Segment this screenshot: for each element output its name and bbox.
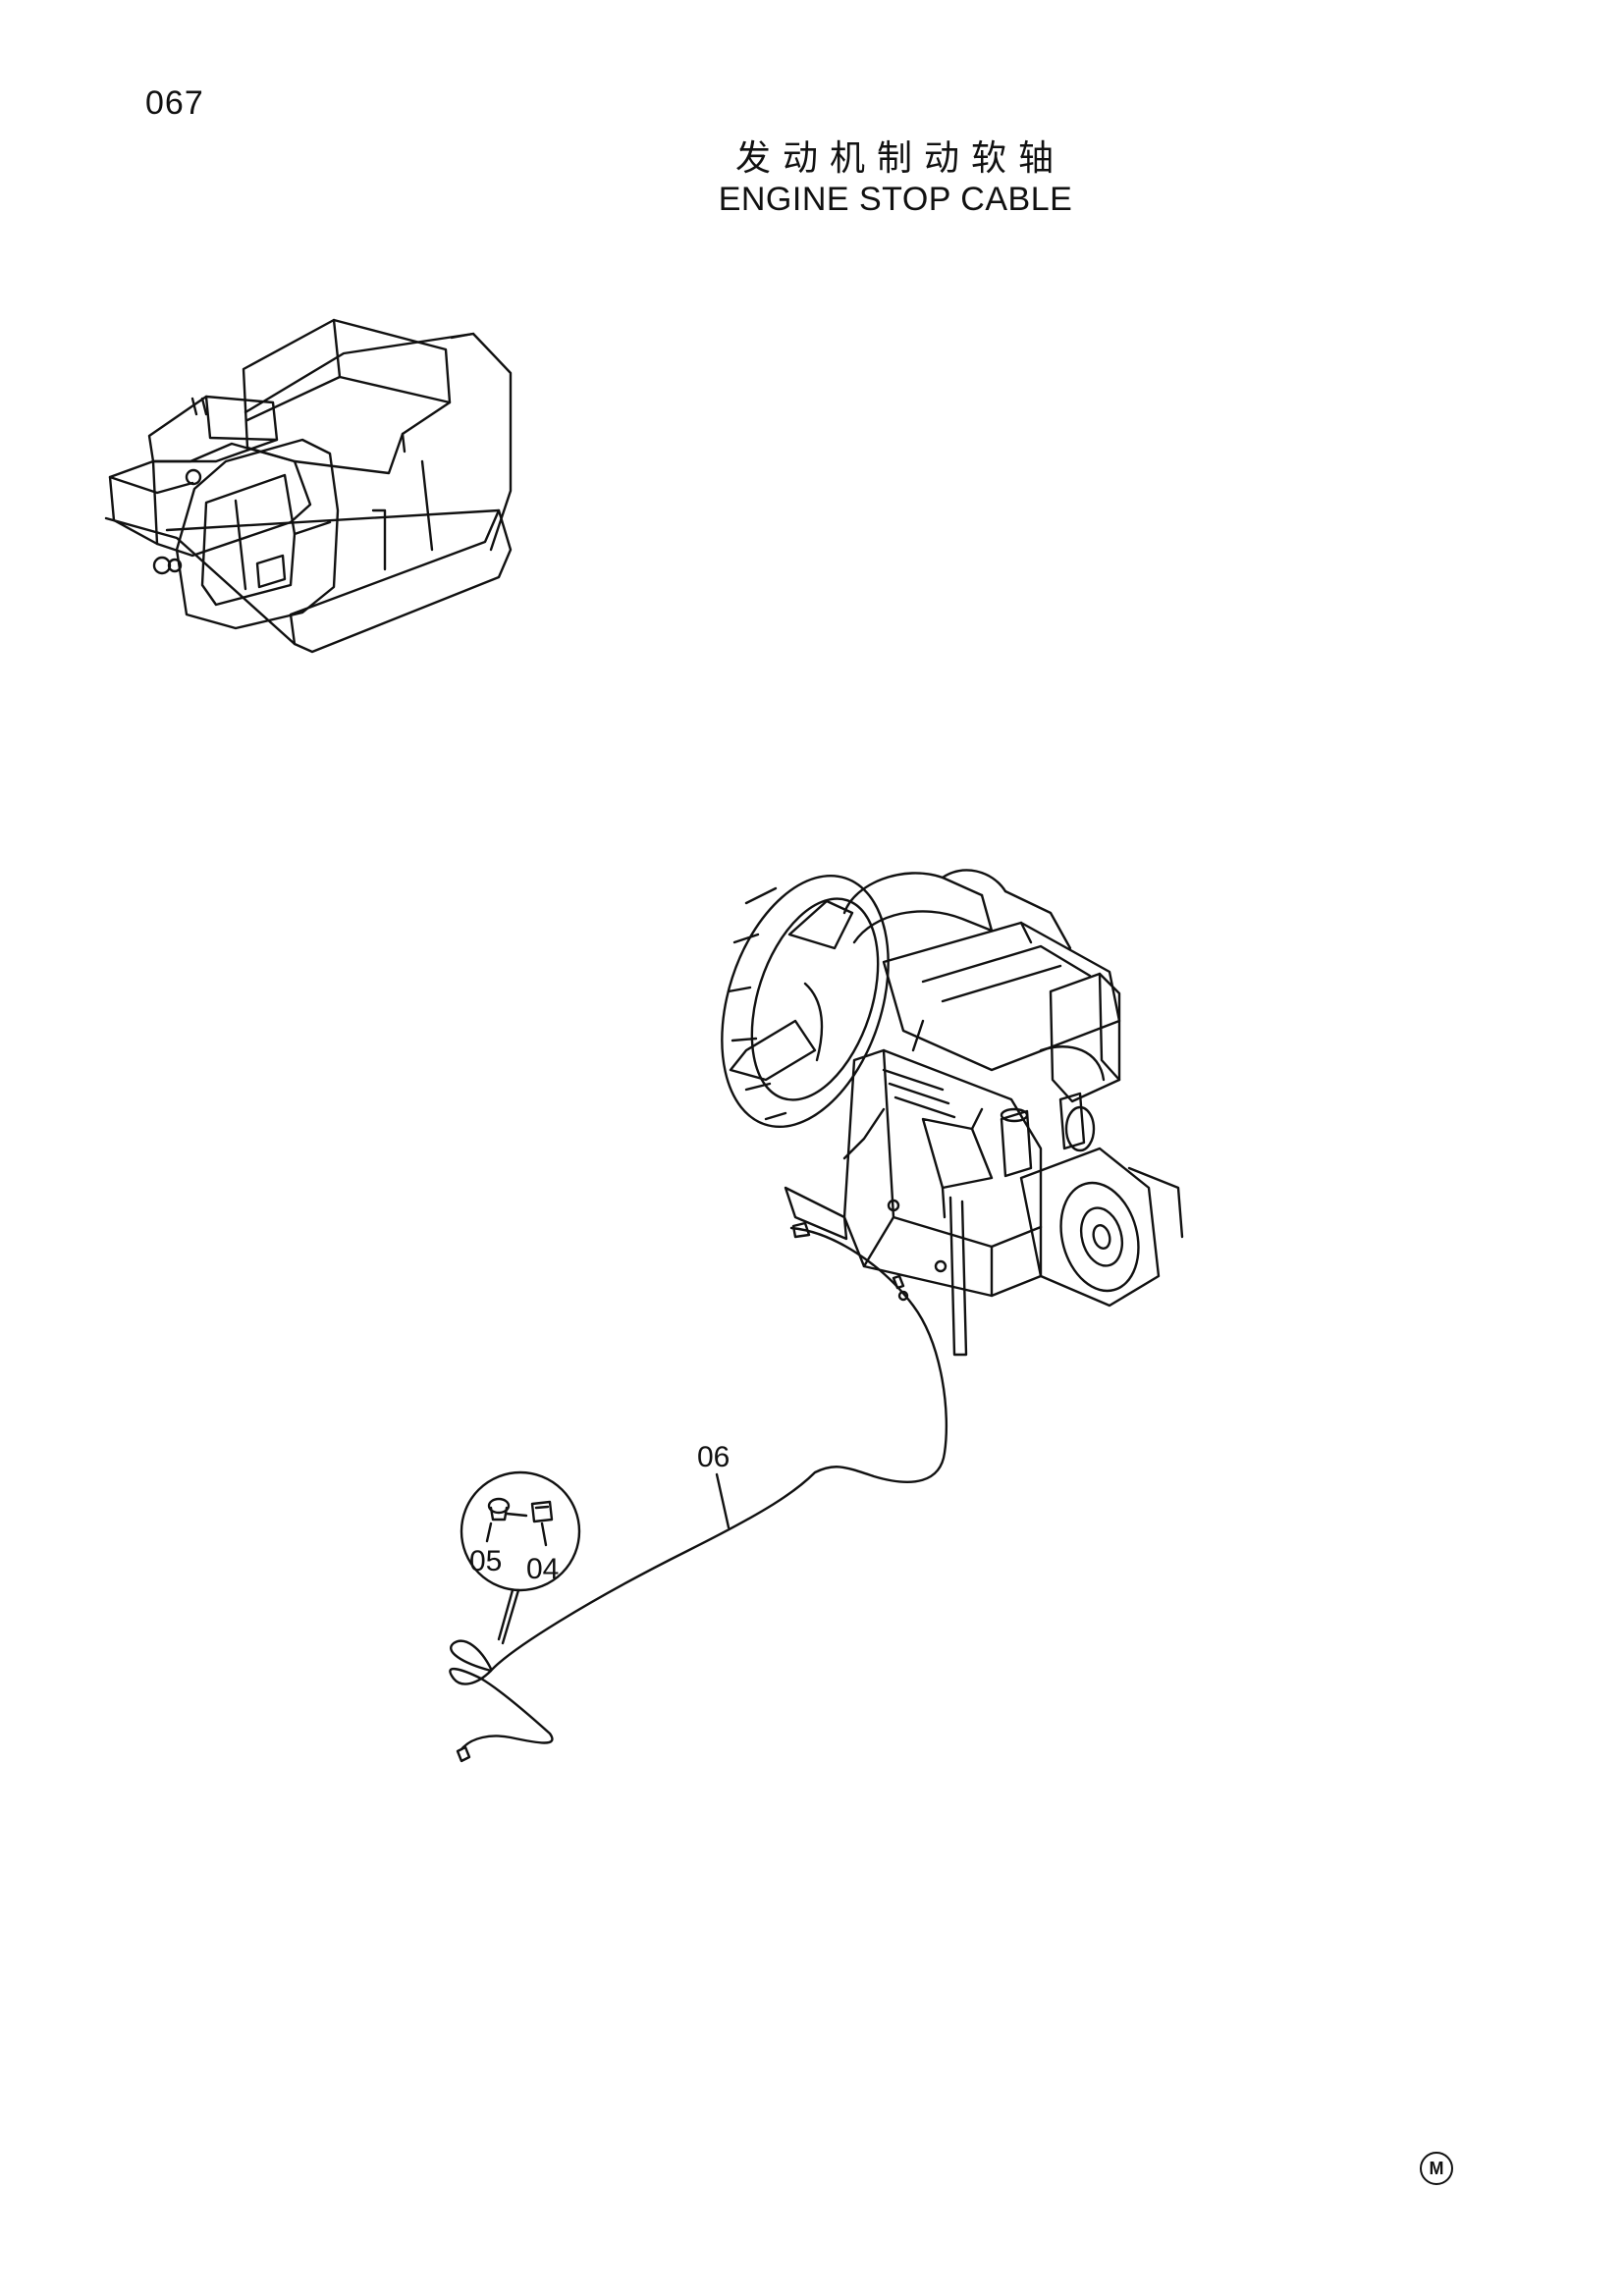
corner-mark-icon: M	[1420, 2152, 1453, 2185]
callout-04: 04	[526, 1553, 559, 1585]
page-number: 067	[145, 84, 204, 122]
callout-05: 05	[469, 1545, 502, 1577]
detail-circle-icon	[460, 1470, 581, 1645]
page-title-english: ENGINE STOP CABLE	[718, 181, 1073, 218]
page-title-chinese: 发动机制动软轴	[734, 138, 1065, 179]
callout-06: 06	[697, 1441, 730, 1473]
excavator-location-icon	[104, 318, 513, 654]
engine-assembly-icon	[721, 869, 1184, 1357]
engine-stop-cable	[449, 1221, 948, 1763]
leader-line-06	[715, 1472, 731, 1529]
